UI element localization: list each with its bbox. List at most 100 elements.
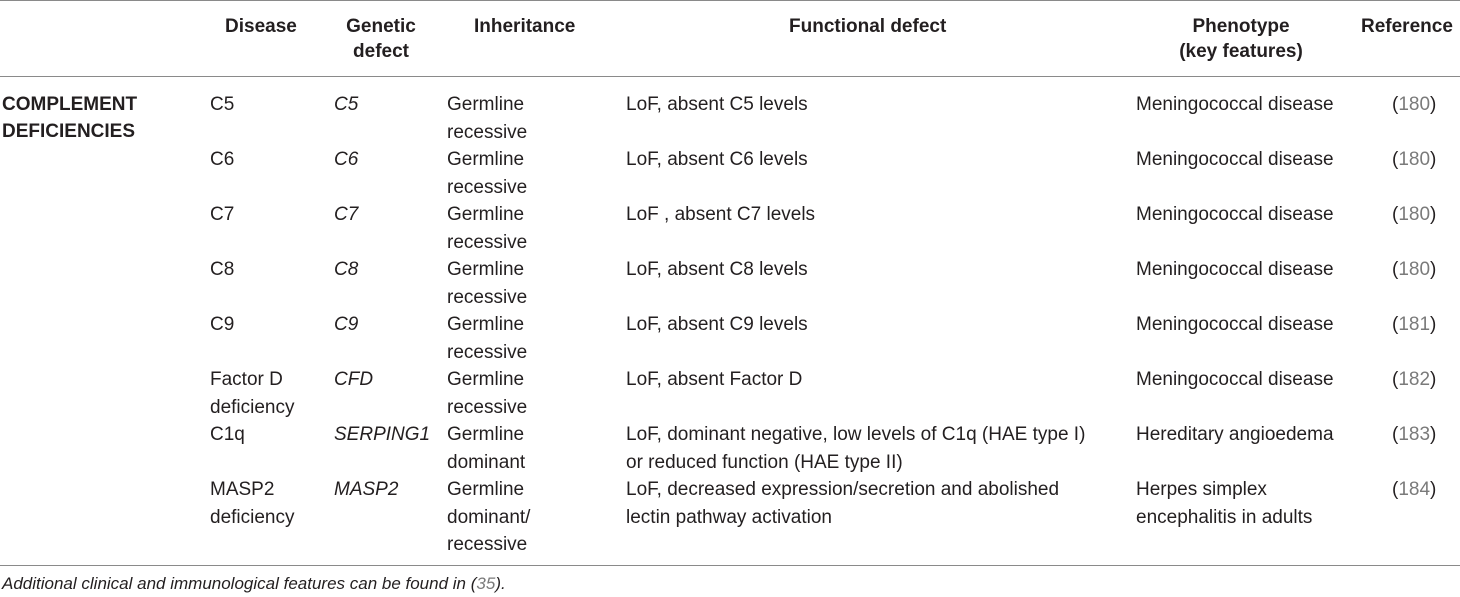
ref-open-paren: ( — [1392, 94, 1399, 115]
ref-open-paren: ( — [1392, 369, 1399, 390]
ref-link[interactable]: 180 — [1398, 204, 1431, 225]
ref-close-paren: ) — [1430, 204, 1437, 225]
cell-phenotype: Meningococcal disease — [1136, 146, 1334, 174]
cell-inheritance-line: recessive — [447, 534, 528, 555]
cell-inheritance-line: dominant/ — [447, 506, 531, 528]
cell-reference: (181) — [1392, 311, 1436, 339]
cell-inheritance-line: recessive — [447, 341, 528, 363]
cell-inheritance: Germline recessive — [447, 91, 527, 146]
cell-functional-defect-line: LoF, absent Factor D — [626, 369, 803, 390]
cell-disease-line: Factor D — [210, 369, 283, 390]
cell-functional-defect-line: LoF, dominant negative, low levels of C1… — [626, 424, 1086, 445]
cell-inheritance-line: Germline — [447, 259, 525, 280]
cell-functional-defect: LoF , absent C7 levels — [626, 201, 815, 229]
header-phenotype-line2: (key features) — [1179, 41, 1303, 62]
table-bottom-rule — [0, 565, 1460, 566]
cell-functional-defect-line: LoF, decreased expression/secretion and … — [626, 479, 1060, 500]
cell-phenotype-line: Meningococcal disease — [1136, 259, 1334, 280]
ref-close-paren: ) — [1430, 369, 1437, 390]
cell-inheritance: Germline recessive — [447, 146, 527, 201]
cell-phenotype-line: Herpes simplex — [1136, 479, 1267, 500]
ref-close-paren: ) — [1430, 94, 1437, 115]
footnote-end: ). — [495, 574, 506, 593]
cell-disease-line: C6 — [210, 149, 235, 170]
cell-functional-defect: LoF, absent C5 levels — [626, 91, 808, 119]
cell-inheritance-line: recessive — [447, 231, 528, 253]
group-label-line2: DEFICIENCIES — [2, 121, 136, 142]
group-label-line1: COMPLEMENT — [2, 94, 138, 115]
cell-reference: (184) — [1392, 476, 1436, 504]
cell-phenotype: Meningococcal disease — [1136, 201, 1334, 229]
cell-genetic-defect: C9 — [334, 314, 359, 335]
cell-inheritance-line: Germline — [447, 424, 525, 445]
cell-inheritance-line: Germline — [447, 369, 525, 390]
ref-open-paren: ( — [1392, 314, 1399, 335]
ref-link[interactable]: 180 — [1398, 149, 1431, 170]
cell-genetic-defect: SERPING1 — [334, 424, 431, 445]
header-rule — [0, 76, 1460, 77]
cell-phenotype-line: Meningococcal disease — [1136, 149, 1334, 170]
header-genetic-defect: Genetic defect — [330, 14, 432, 64]
cell-phenotype-line: encephalitis in adults — [1136, 506, 1313, 528]
ref-close-paren: ) — [1430, 314, 1437, 335]
cell-inheritance-line: Germline — [447, 479, 525, 500]
cell-phenotype: Meningococcal disease — [1136, 256, 1334, 284]
ref-link[interactable]: 182 — [1398, 369, 1431, 390]
cell-phenotype-line: Meningococcal disease — [1136, 369, 1334, 390]
header-inheritance: Inheritance — [474, 16, 576, 37]
ref-link[interactable]: 183 — [1398, 424, 1431, 445]
cell-disease: C6 — [210, 146, 234, 174]
cell-functional-defect: LoF, absent C9 levels — [626, 311, 808, 339]
cell-phenotype: Meningococcal disease — [1136, 366, 1334, 394]
ref-link[interactable]: 180 — [1398, 259, 1431, 280]
cell-phenotype-line: Meningococcal disease — [1136, 204, 1334, 225]
cell-disease: C9 — [210, 311, 234, 339]
ref-close-paren: ) — [1430, 259, 1437, 280]
cell-disease-line: C7 — [210, 204, 235, 225]
cell-genetic-defect: C8 — [334, 259, 359, 280]
cell-disease: C5 — [210, 91, 234, 119]
group-label: COMPLEMENT DEFICIENCIES — [2, 91, 202, 145]
cell-inheritance-line: dominant — [447, 451, 526, 473]
cell-disease: Factor D deficiency — [210, 366, 295, 421]
cell-functional-defect-line: LoF, absent C5 levels — [626, 94, 808, 115]
cell-reference: (180) — [1392, 146, 1436, 174]
cell-disease-line: C5 — [210, 94, 235, 115]
footnote-ref[interactable]: 35 — [476, 574, 496, 593]
ref-open-paren: ( — [1392, 424, 1399, 445]
cell-genetic-defect: CFD — [334, 369, 374, 390]
cell-inheritance-line: recessive — [447, 176, 528, 198]
cell-inheritance: Germline dominant — [447, 421, 525, 476]
cell-disease: C7 — [210, 201, 234, 229]
ref-open-paren: ( — [1392, 149, 1399, 170]
cell-functional-defect-line: LoF, absent C9 levels — [626, 314, 808, 335]
cell-inheritance-line: Germline — [447, 149, 525, 170]
ref-open-paren: ( — [1392, 479, 1399, 500]
header-reference: Reference — [1361, 16, 1453, 37]
ref-link[interactable]: 181 — [1398, 314, 1431, 335]
cell-functional-defect-line: or reduced function (HAE type II) — [626, 451, 903, 473]
cell-phenotype: Hereditary angioedema — [1136, 421, 1334, 449]
table-footnote: Additional clinical and immunological fe… — [2, 573, 506, 595]
header-phenotype: Phenotype (key features) — [1160, 14, 1322, 64]
cell-inheritance-line: recessive — [447, 121, 528, 143]
ref-close-paren: ) — [1430, 479, 1437, 500]
cell-disease-line: C1q — [210, 424, 245, 445]
cell-phenotype-line: Hereditary angioedema — [1136, 424, 1334, 445]
cell-disease-line: deficiency — [210, 396, 295, 418]
cell-inheritance-line: Germline — [447, 94, 525, 115]
cell-disease-line: MASP2 — [210, 479, 275, 500]
cell-inheritance: Germline recessive — [447, 311, 527, 366]
cell-genetic-defect: C7 — [334, 204, 359, 225]
ref-close-paren: ) — [1430, 149, 1437, 170]
cell-phenotype: Meningococcal disease — [1136, 91, 1334, 119]
ref-link[interactable]: 184 — [1398, 479, 1431, 500]
ref-link[interactable]: 180 — [1398, 94, 1431, 115]
cell-inheritance-line: Germline — [447, 314, 525, 335]
header-genetic-defect-line1: Genetic — [346, 16, 416, 37]
cell-phenotype-line: Meningococcal disease — [1136, 94, 1334, 115]
cell-functional-defect: LoF, absent Factor D — [626, 366, 802, 394]
cell-functional-defect-line: LoF , absent C7 levels — [626, 204, 816, 225]
